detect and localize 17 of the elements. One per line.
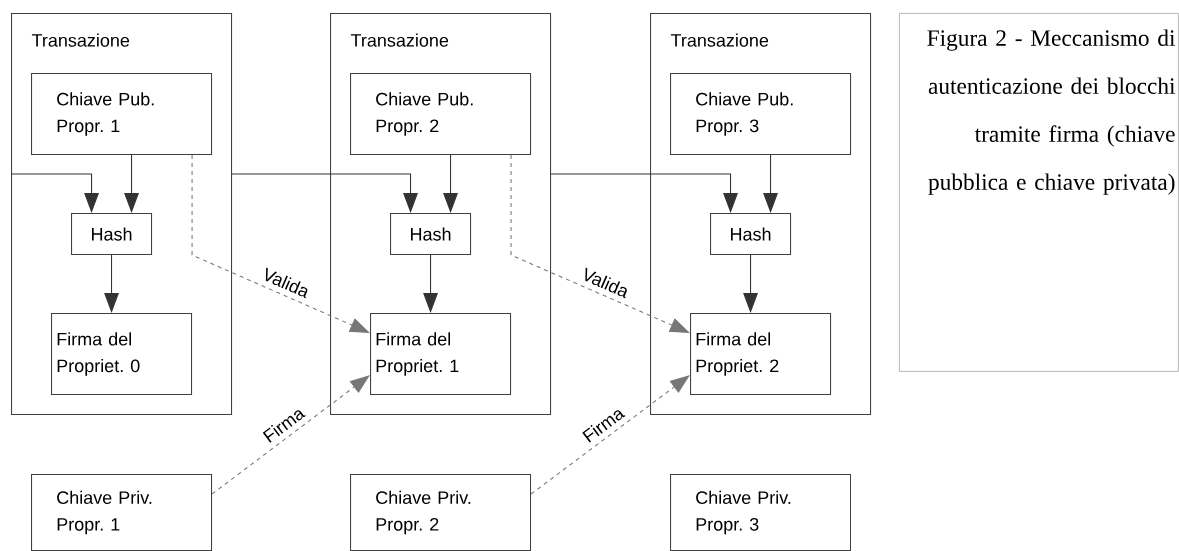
key-box: Chiave Priv. Propr. 2 <box>350 474 532 551</box>
signature-box: Firma del Propriet. 0 <box>51 313 193 396</box>
key-box: Chiave Pub. Propr. 3 <box>670 73 852 156</box>
hash-box: Hash <box>710 213 792 256</box>
key-box: Chiave Priv. Propr. 1 <box>31 474 213 551</box>
dashed-arrow <box>510 154 690 333</box>
dashed-arrow <box>191 154 370 333</box>
dashed-arrow <box>211 375 370 495</box>
caption-box: Figura 2 - Meccanismo di autenticazione dei blocchi tramite firma (chiave pubblica e chiave privata) <box>899 13 1179 372</box>
key-box: Chiave Pub. Propr. 1 <box>31 73 213 156</box>
signature-box: Firma del Propriet. 2 <box>690 313 832 396</box>
key-box: Chiave Pub. Propr. 2 <box>350 73 532 156</box>
hash-box: Hash <box>71 213 153 256</box>
dashed-arrow <box>530 375 690 495</box>
signature-box: Firma del Propriet. 1 <box>370 313 512 396</box>
hash-box: Hash <box>390 213 472 256</box>
key-box: Chiave Priv. Propr. 3 <box>670 474 852 551</box>
